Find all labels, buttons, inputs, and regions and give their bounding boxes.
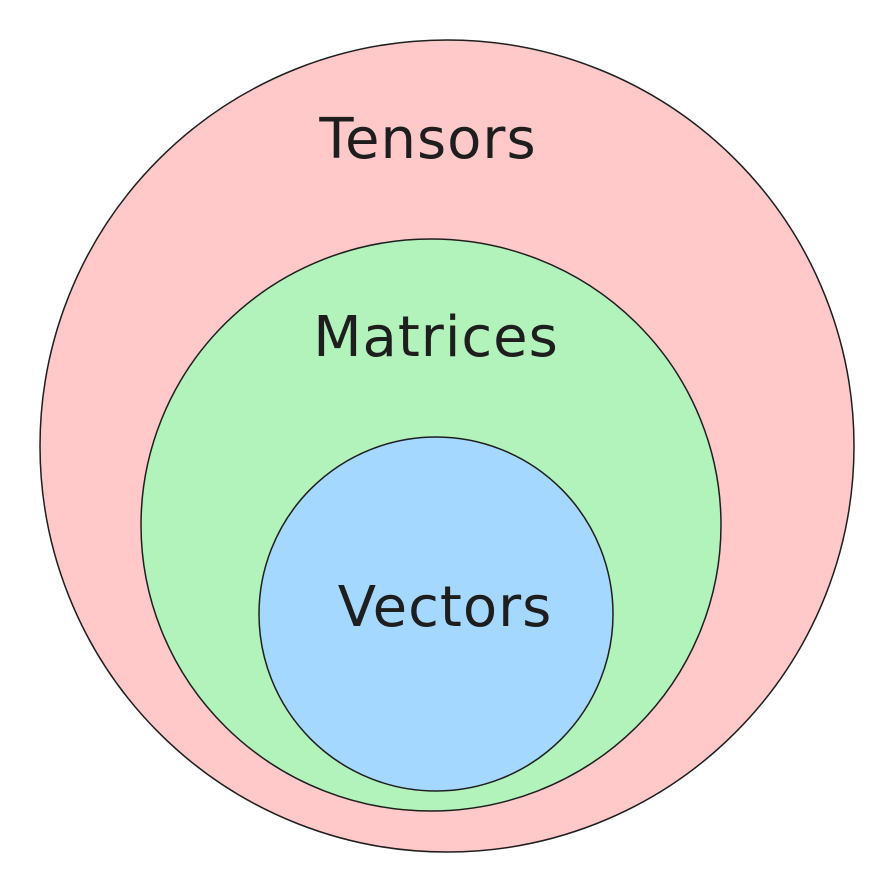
set-vectors: Vectors xyxy=(258,436,614,792)
vectors-label: Vectors xyxy=(338,575,553,640)
vectors-circle xyxy=(258,436,614,792)
tensors-label: Tensors xyxy=(318,107,536,172)
matrices-label: Matrices xyxy=(313,305,559,370)
